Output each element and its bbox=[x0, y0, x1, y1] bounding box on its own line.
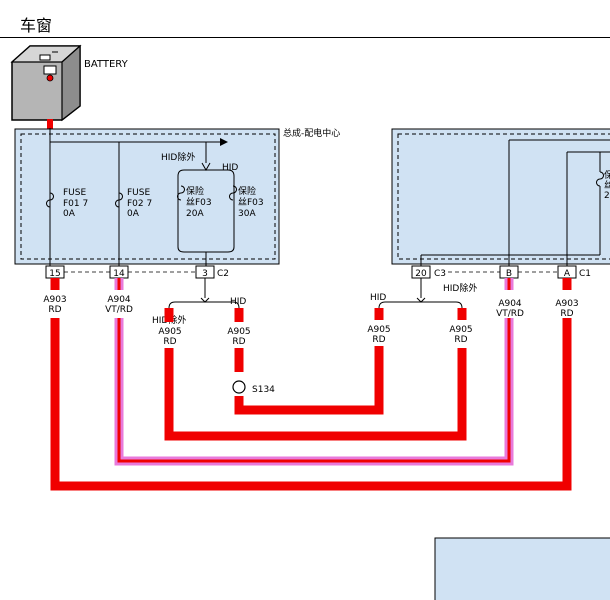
right-fuse-line2: 丝 bbox=[604, 179, 610, 191]
bottom-module-partial bbox=[434, 537, 610, 600]
power-distribution-center bbox=[14, 128, 280, 265]
right-module bbox=[391, 128, 610, 265]
bus-arrow-icon bbox=[220, 138, 228, 146]
wire-a903 bbox=[50, 278, 572, 491]
connectors-c3-c1 bbox=[411, 265, 577, 279]
pin-3-label: 3 bbox=[202, 269, 208, 279]
wire-label-a904-left-code: A904 bbox=[107, 295, 131, 305]
module-name-label: 总成-配电中心 bbox=[283, 127, 340, 139]
wire-label-a905-2-color: RD bbox=[232, 337, 245, 347]
internal-bus bbox=[49, 128, 220, 266]
left-branch-tree bbox=[168, 278, 240, 309]
pdc-hid-except-label: HID除外 bbox=[161, 151, 195, 163]
wire-label-a904-right-code: A904 bbox=[498, 299, 522, 309]
fuse-f03b-line3: 30A bbox=[238, 209, 256, 219]
fuse-f01-line2: F01 7 bbox=[63, 199, 88, 209]
page-title: 车窗 bbox=[20, 16, 53, 35]
pdc-hid-label: HID bbox=[222, 163, 238, 173]
splice-s134-label: S134 bbox=[252, 385, 275, 395]
right-branch-hid-except-label: HID除外 bbox=[443, 282, 477, 294]
left-branch-hid-label: HID bbox=[230, 297, 246, 307]
wire-label-a905-1-color: RD bbox=[163, 337, 176, 347]
wire-label-a905-3-code: A905 bbox=[367, 325, 390, 335]
battery-label: BATTERY bbox=[84, 59, 129, 70]
pin-14-label: 14 bbox=[113, 269, 125, 279]
fuse-f03a-line2: 丝F03 bbox=[186, 196, 212, 208]
wire-label-a904-right-color: VT/RD bbox=[496, 309, 524, 319]
wire-label-a905-4-color: RD bbox=[454, 335, 467, 345]
wire-label-a903-right-color: RD bbox=[560, 309, 573, 319]
fuse-f03b-line1: 保险 bbox=[238, 185, 256, 197]
connector-c2-label: C2 bbox=[217, 269, 229, 279]
pin-15-label: 15 bbox=[49, 269, 60, 279]
wire-a905-hid bbox=[234, 308, 384, 415]
fuse-labels: FUSE F01 7 0A FUSE F02 7 0A 保险 丝F03 20A … bbox=[63, 185, 264, 219]
wire-label-a905-3-color: RD bbox=[372, 335, 385, 345]
right-branch-marker bbox=[416, 297, 426, 303]
wire-label-a905-2-code: A905 bbox=[227, 327, 250, 337]
right-module-internal bbox=[420, 139, 610, 266]
connector-c2 bbox=[45, 265, 215, 279]
fuse-f02-line3: 0A bbox=[127, 209, 140, 219]
pin-a-label: A bbox=[564, 269, 571, 279]
connector-c3-label: C3 bbox=[434, 269, 446, 279]
right-branch-hid-label: HID bbox=[370, 293, 386, 303]
fuse-f01-line3: 0A bbox=[63, 209, 76, 219]
wire-a904 bbox=[114, 278, 514, 466]
wire-label-a903-right-code: A903 bbox=[555, 299, 578, 309]
fuse-f03b-line2: 丝F03 bbox=[238, 196, 264, 208]
fuse-f03a-line1: 保险 bbox=[186, 185, 204, 197]
fuse-f01-line1: FUSE bbox=[63, 188, 86, 198]
pdc-branch-marker bbox=[201, 162, 211, 172]
wire-label-a905-4-code: A905 bbox=[449, 325, 472, 335]
left-branch-marker bbox=[200, 297, 210, 303]
fuse-f02-line1: FUSE bbox=[127, 188, 150, 198]
wire-label-a903-left-code: A903 bbox=[43, 295, 66, 305]
fuse-f02-line2: F02 7 bbox=[127, 199, 152, 209]
connector-c1-label: C1 bbox=[579, 269, 591, 279]
battery-icon bbox=[10, 44, 82, 129]
pin-b-label: B bbox=[506, 269, 512, 279]
right-fuse-line1: 保 bbox=[604, 169, 610, 181]
wire-label-a904-left-color: VT/RD bbox=[105, 305, 133, 315]
wire-label-a905-1-code: A905 bbox=[158, 327, 181, 337]
wire-labels: A903 RD A904 VT/RD A905 RD A905 RD A905 … bbox=[43, 295, 578, 347]
right-fuse-line3: 2 bbox=[604, 191, 610, 201]
pin-20-label: 20 bbox=[415, 269, 427, 279]
title-divider bbox=[0, 37, 610, 38]
wire-a905-except bbox=[164, 308, 467, 441]
wire-label-a903-left-color: RD bbox=[48, 305, 61, 315]
fuse-f03a-line3: 20A bbox=[186, 209, 204, 219]
splice-s134-icon bbox=[232, 380, 246, 394]
